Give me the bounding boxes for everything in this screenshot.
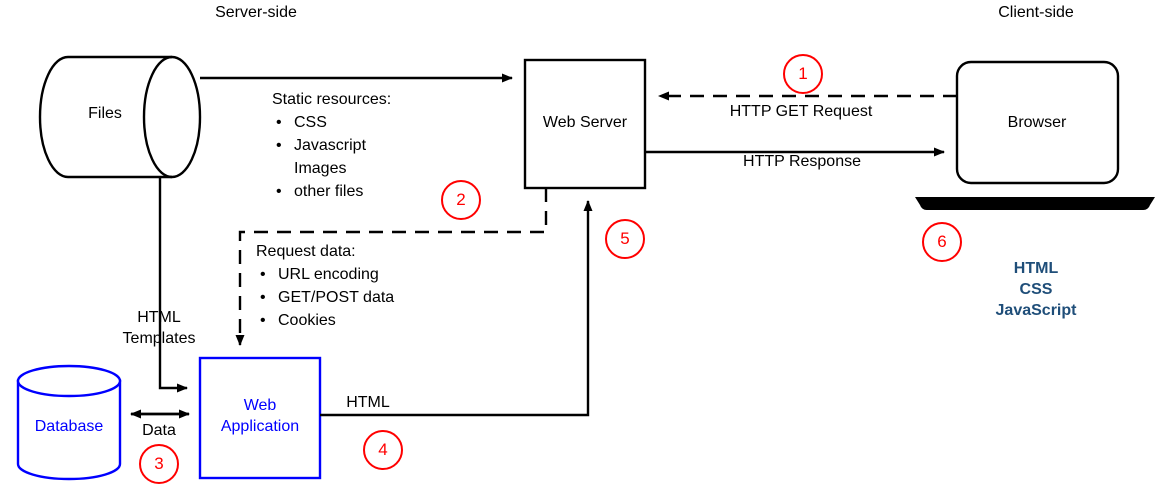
database-node-label: Database xyxy=(34,418,104,435)
step-marker-3: 3 xyxy=(139,444,179,484)
step-marker-2: 2 xyxy=(441,180,481,220)
web-server-box-shape xyxy=(523,58,647,190)
edge-label-html-templates: HTML Templates xyxy=(123,307,196,349)
web-server-node-label: Web Server xyxy=(542,114,628,131)
client-stack-javascript: JavaScript xyxy=(995,302,1077,319)
browser-box-shape xyxy=(955,60,1120,185)
client-stack-html: HTML xyxy=(1013,260,1059,277)
request-data-item: URL encoding xyxy=(256,263,394,286)
request-data-item: GET/POST data xyxy=(256,286,394,309)
edge-label-http-response: HTTP Response xyxy=(743,153,861,170)
zone-label-server-side: Server-side xyxy=(215,4,297,21)
edge-label-html: HTML xyxy=(346,394,390,411)
zone-label-client-side: Client-side xyxy=(998,4,1074,21)
web-application-label-line1: Web xyxy=(243,397,277,414)
edge-files-to-webapp-templates xyxy=(158,177,188,393)
laptop-base-shape xyxy=(915,197,1155,211)
client-stack-css: CSS xyxy=(1019,281,1053,298)
step-marker-1: 1 xyxy=(783,54,823,94)
edge-label-http-get-request: HTTP GET Request xyxy=(729,103,873,120)
static-resources-item: other files xyxy=(272,180,391,203)
edge-webserver-to-webapp-request xyxy=(235,188,548,346)
step-marker-6: 6 xyxy=(922,222,962,262)
client-stack-text: HTML CSS JavaScript xyxy=(996,258,1077,321)
html-templates-line1: HTML xyxy=(137,309,181,326)
static-resources-item: CSS xyxy=(272,111,391,134)
files-cylinder-shape xyxy=(38,55,202,179)
web-application-box-shape xyxy=(198,356,322,480)
step-marker-4: 4 xyxy=(363,430,403,470)
browser-node-label: Browser xyxy=(1007,114,1067,131)
html-templates-line2: Templates xyxy=(122,330,196,347)
static-resources-item: Images xyxy=(294,160,347,177)
request-data-list: Request data: URL encoding GET/POST data… xyxy=(256,240,394,332)
request-data-item: Cookies xyxy=(256,309,394,332)
static-resources-heading: Static resources: xyxy=(272,91,392,108)
static-resources-item: Javascript xyxy=(272,134,391,157)
request-data-heading: Request data: xyxy=(256,243,356,260)
database-cylinder-shape xyxy=(16,364,122,481)
edge-webapp-to-webserver-html xyxy=(320,200,593,417)
web-application-label-line2: Application xyxy=(220,418,300,435)
edge-label-data: Data xyxy=(142,422,176,439)
web-application-node-label: Web Application xyxy=(221,395,299,437)
step-marker-5: 5 xyxy=(605,219,645,259)
static-resources-list: Static resources: CSS Javascript Images … xyxy=(272,88,391,203)
files-node-label: Files xyxy=(88,105,122,122)
